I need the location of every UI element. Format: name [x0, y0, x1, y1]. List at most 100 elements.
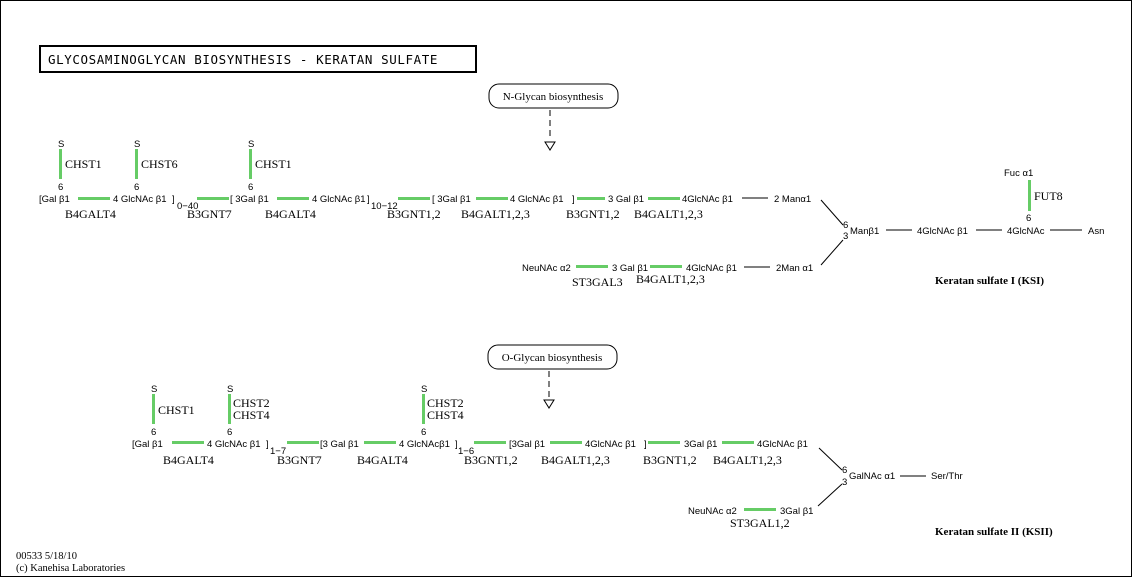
gene-b4galt4[interactable]: B4GALT4 — [265, 207, 316, 221]
enzyme-link[interactable] — [364, 441, 396, 444]
gene-chst1[interactable]: CHST1 — [158, 403, 195, 417]
enzyme-link[interactable] — [135, 149, 138, 179]
bond — [820, 199, 844, 226]
gene-b4galt4[interactable]: B4GALT4 — [65, 207, 116, 221]
enzyme-link[interactable] — [474, 441, 506, 444]
gene-b4galt1-2-3[interactable]: B4GALT1,2,3 — [541, 453, 610, 467]
residue: [ 3Gal β1 — [432, 194, 471, 205]
enzyme-link[interactable] — [722, 441, 754, 444]
ksi-main-chain: [Gal β1 4 GlcNAc β1 ] 0−40 [ 3Gal β1 4 G… — [39, 194, 811, 212]
caption-ksii: Keratan sulfate II (KSII) — [935, 526, 1053, 538]
pathway-link-o-glycan[interactable] — [487, 344, 618, 370]
enzyme-link[interactable] — [249, 149, 252, 179]
residue: [3Gal β1 — [509, 439, 545, 450]
ksi-sulfation-3: S CHST1 6 — [248, 139, 292, 193]
ksii-gene-labels: B4GALT4 B3GNT7 B4GALT4 B3GNT1,2 B4GALT1,… — [163, 453, 782, 467]
gene-chst2[interactable]: CHST2 — [233, 396, 270, 410]
gene-b3gnt7[interactable]: B3GNT7 — [187, 207, 232, 221]
sulfate-label: S — [248, 139, 254, 150]
gene-chst2[interactable]: CHST2 — [427, 396, 464, 410]
residue: 4GlcNAc β1 — [585, 439, 636, 450]
caption-ksi: Keratan sulfate I (KSI) — [935, 275, 1044, 287]
enzyme-link[interactable] — [422, 394, 425, 424]
enzyme-link[interactable] — [648, 441, 680, 444]
gene-b4galt1-2-3[interactable]: B4GALT1,2,3 — [713, 453, 782, 467]
gene-chst1[interactable]: CHST1 — [65, 157, 102, 171]
gene-b3gnt1-2[interactable]: B3GNT1,2 — [566, 207, 620, 221]
residue: 3 Gal β1 — [612, 263, 648, 274]
ksi-sialyl-branch: NeuNAc α2 3 Gal β1 4GlcNAc β1 2Man α1 ST… — [522, 263, 813, 289]
residue: ] — [644, 439, 647, 450]
gene-b4galt4[interactable]: B4GALT4 — [357, 453, 408, 467]
enzyme-link[interactable] — [152, 394, 155, 424]
gene-b3gnt1-2[interactable]: B3GNT1,2 — [387, 207, 441, 221]
gene-chst4[interactable]: CHST4 — [233, 408, 270, 422]
residue: ] — [266, 439, 269, 450]
gene-chst4[interactable]: CHST4 — [427, 408, 464, 422]
enzyme-link[interactable] — [1028, 180, 1031, 211]
ksi-gene-labels: B4GALT4 B3GNT7 B4GALT4 B3GNT1,2 B4GALT1,… — [65, 207, 703, 221]
ksii-sulfation-2: S CHST2 CHST4 6 — [227, 384, 270, 438]
enzyme-link[interactable] — [648, 197, 680, 200]
ksii-sulfation-1: S CHST1 6 — [151, 384, 195, 438]
enzyme-link[interactable] — [398, 197, 430, 200]
sulfate-label: S — [134, 139, 140, 150]
residue: [ 3Gal β1 — [230, 194, 269, 205]
residue: Asn — [1088, 226, 1104, 237]
gene-chst1[interactable]: CHST1 — [255, 157, 292, 171]
gene-b4galt1-2-3[interactable]: B4GALT1,2,3 — [634, 207, 703, 221]
enzyme-link[interactable] — [59, 149, 62, 179]
ksii-main-chain: [Gal β1 4 GlcNAc β1 ] 1−7 [3 Gal β1 4 Gl… — [132, 439, 808, 457]
position-label: 6 — [227, 427, 232, 438]
enzyme-link[interactable] — [197, 197, 229, 200]
gene-b3gnt7[interactable]: B3GNT7 — [277, 453, 322, 467]
residue: 3Gal β1 — [780, 506, 813, 517]
residue: NeuNAc α2 — [522, 263, 571, 274]
gene-b4galt4[interactable]: B4GALT4 — [163, 453, 214, 467]
enzyme-link[interactable] — [277, 197, 309, 200]
residue: 2Man α1 — [776, 263, 813, 274]
gene-fut8[interactable]: FUT8 — [1034, 189, 1063, 203]
enzyme-link[interactable] — [650, 265, 682, 268]
gene-chst6[interactable]: CHST6 — [141, 157, 178, 171]
enzyme-link[interactable] — [550, 441, 582, 444]
enzyme-link[interactable] — [577, 197, 605, 200]
residue: ] — [172, 194, 175, 205]
gene-st3gal1-2[interactable]: ST3GAL1,2 — [730, 516, 790, 530]
enzyme-link[interactable] — [78, 197, 110, 200]
gene-b3gnt1-2[interactable]: B3GNT1,2 — [464, 453, 518, 467]
residue: 4 GlcNAc β1 — [510, 194, 564, 205]
pathway-link-n-glycan[interactable] — [488, 83, 619, 109]
residue: 3 Gal β1 — [608, 194, 644, 205]
arrow-head-icon — [544, 141, 556, 151]
gene-st3gal3[interactable]: ST3GAL3 — [572, 275, 623, 289]
residue: 4GlcNAc — [1007, 226, 1045, 237]
position-label: 3 — [842, 477, 847, 488]
enzyme-link[interactable] — [172, 441, 204, 444]
sulfate-label: S — [227, 384, 233, 395]
enzyme-link[interactable] — [744, 508, 776, 511]
enzyme-link[interactable] — [228, 394, 231, 424]
residue: 4GlcNAc β1 — [757, 439, 808, 450]
pathway-link-n-glycan-label: N-Glycan biosynthesis — [503, 91, 604, 103]
position-label: 6 — [1026, 213, 1031, 224]
residue: 4GlcNAc β1 — [682, 194, 733, 205]
gene-b3gnt1-2[interactable]: B3GNT1,2 — [643, 453, 697, 467]
enzyme-link[interactable] — [476, 197, 508, 200]
enzyme-link[interactable] — [576, 265, 608, 268]
residue: 3Gal β1 — [684, 439, 717, 450]
position-label: 6 — [151, 427, 156, 438]
residue: ] — [572, 194, 575, 205]
ksi-sulfation-2: S CHST6 6 — [134, 139, 178, 193]
enzyme-link[interactable] — [287, 441, 319, 444]
position-label: 3 — [843, 231, 848, 242]
residue: 4 GlcNAc β1 — [312, 194, 366, 205]
gene-b4galt1-2-3[interactable]: B4GALT1,2,3 — [636, 272, 705, 286]
gene-b4galt1-2-3[interactable]: B4GALT1,2,3 — [461, 207, 530, 221]
ksi-sulfation-1: S CHST1 6 — [58, 139, 102, 193]
position-label: 6 — [421, 427, 426, 438]
residue: Ser/Thr — [931, 471, 963, 482]
sulfate-label: S — [421, 384, 427, 395]
residue: 4 GlcNAc β1 — [113, 194, 167, 205]
